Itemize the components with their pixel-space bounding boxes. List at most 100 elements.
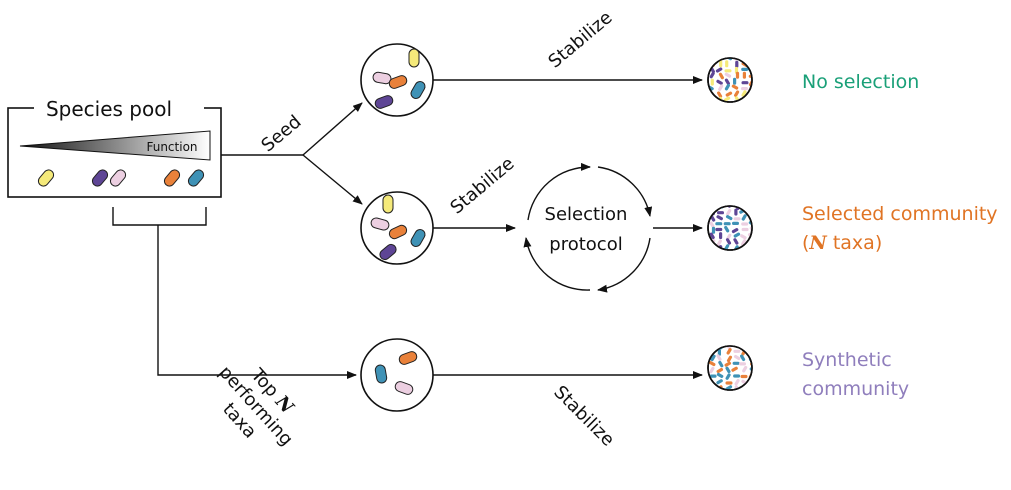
community-cell xyxy=(731,228,739,234)
community-cell xyxy=(716,79,723,85)
community-cell xyxy=(733,349,741,353)
outcome-synthetic: Synthetic community xyxy=(802,349,909,400)
community-cell xyxy=(740,374,748,379)
community-cell xyxy=(726,348,732,355)
community-cell xyxy=(732,221,739,225)
community-cell xyxy=(741,214,747,221)
community-cell xyxy=(740,234,747,240)
community-cell xyxy=(725,366,731,374)
community-cell xyxy=(732,77,737,85)
species-pool-box: Species pool Function xyxy=(7,96,222,198)
community-cell xyxy=(710,96,714,102)
selection-protocol-cycle: Selection protocol xyxy=(523,162,653,293)
community-cell xyxy=(718,84,724,91)
community-cell xyxy=(724,361,732,367)
top-performers-bracket xyxy=(112,207,207,226)
community-cell xyxy=(708,243,714,250)
community-cell xyxy=(741,239,747,246)
community-cell xyxy=(749,206,752,209)
seeded-well-middle xyxy=(360,191,434,265)
community-cell xyxy=(724,83,730,91)
community-cell xyxy=(733,354,741,361)
community-cell xyxy=(723,222,731,226)
stabilize-label-bottom: Stabilize xyxy=(549,382,618,451)
community-cell xyxy=(741,206,749,209)
community-cell xyxy=(724,69,732,73)
top-n-label: Top N performing taxa xyxy=(215,362,299,450)
community-cell xyxy=(716,215,723,221)
community-cell xyxy=(732,361,740,365)
community-cell xyxy=(717,91,723,98)
community-cell xyxy=(748,74,752,78)
seeded-well-bottom xyxy=(360,338,434,412)
community-cell xyxy=(741,90,747,97)
svg-text:(N taxa): (N taxa) xyxy=(802,232,882,254)
seed-arrows xyxy=(221,102,363,205)
community-cell xyxy=(709,366,715,374)
bacterium-orange xyxy=(163,169,181,187)
community-cell xyxy=(748,210,752,216)
community-cell xyxy=(726,355,733,363)
selection-protocol-line1: Selection xyxy=(545,204,628,225)
community-cell xyxy=(709,58,716,62)
community-cell xyxy=(748,246,752,250)
community-cell xyxy=(711,226,716,234)
community-cell xyxy=(734,90,740,97)
svg-text:Selected community: Selected community xyxy=(802,203,998,225)
community-cell xyxy=(709,206,713,211)
community-cell xyxy=(741,222,749,226)
bacterium-blue xyxy=(187,169,205,187)
community-cell xyxy=(741,67,749,71)
community-cell xyxy=(709,374,717,378)
community-cell xyxy=(733,238,739,245)
species-pool-title: Species pool xyxy=(46,97,172,121)
top-n-arrow xyxy=(157,225,357,379)
community-cell xyxy=(742,71,747,79)
outcome-no-selection: No selection xyxy=(802,71,919,93)
community-cell xyxy=(750,346,752,350)
seed-label: Seed xyxy=(257,111,305,156)
community-cell xyxy=(709,232,715,240)
bacterium-yellow xyxy=(37,169,55,187)
community-cell xyxy=(715,67,723,73)
community-cell xyxy=(716,239,722,246)
community-cell xyxy=(718,72,724,80)
community-cell xyxy=(750,97,752,102)
community-cell xyxy=(741,227,749,232)
stabilize-label-top: Stabilize xyxy=(544,7,616,72)
community-cell xyxy=(733,232,741,238)
community-cell xyxy=(740,354,746,362)
community-cell xyxy=(725,381,733,385)
seeded-well-top xyxy=(360,43,434,117)
community-cell xyxy=(749,384,752,390)
community-cell xyxy=(715,227,723,232)
community-cell xyxy=(742,346,748,350)
community-cell xyxy=(731,84,739,90)
community-cell xyxy=(715,222,723,226)
community-cell xyxy=(734,208,738,216)
community-cell xyxy=(724,225,730,233)
community-cell xyxy=(749,239,752,244)
pool-bacteria xyxy=(37,169,205,187)
svg-text:community: community xyxy=(802,378,909,400)
community-cell xyxy=(726,209,732,216)
selection-protocol-line2: protocol xyxy=(549,234,622,255)
community-cell xyxy=(748,61,752,69)
community-cell xyxy=(725,58,733,61)
community-cell xyxy=(716,379,723,385)
community-cell xyxy=(723,96,731,102)
community-cell xyxy=(719,60,723,68)
community-cell xyxy=(716,367,724,374)
community-cell xyxy=(724,72,732,78)
community-cell xyxy=(709,71,715,79)
community-cell xyxy=(733,217,741,221)
svg-text:Synthetic: Synthetic xyxy=(802,349,892,371)
community-cell xyxy=(735,71,740,79)
community-cell xyxy=(716,372,724,378)
community-cell xyxy=(739,362,746,366)
bacterium-purple xyxy=(91,169,109,187)
community-cell xyxy=(718,232,723,240)
community-cell xyxy=(741,81,749,85)
community-cell xyxy=(718,360,724,368)
